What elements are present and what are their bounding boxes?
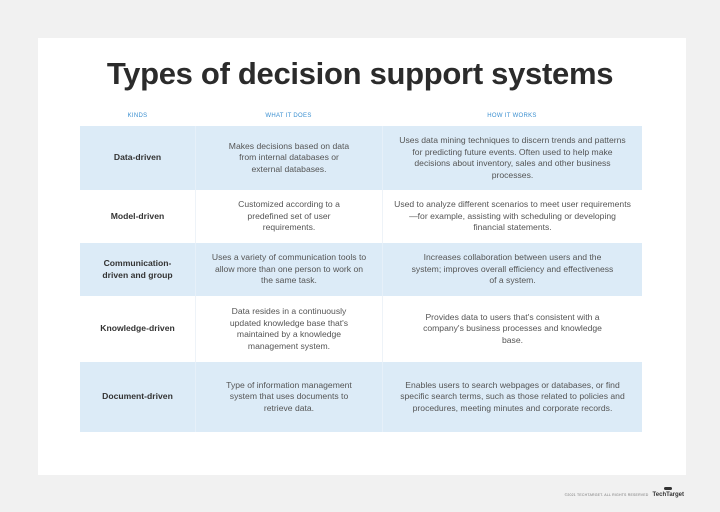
kind-cell: Knowledge-driven (100, 323, 175, 334)
kind-cell: Communication-driven and group (102, 258, 173, 280)
kind-cell: Model-driven (110, 210, 165, 221)
header-kinds: KINDS (127, 113, 148, 119)
does-cell: Makes decisions based on data from inter… (195, 126, 382, 190)
header-what-it-does: WHAT IT DOES (265, 113, 312, 119)
does-cell: Uses a variety of communication tools to… (195, 243, 382, 296)
table-row: Document-driven Type of information mana… (80, 362, 642, 432)
does-cell: Customized according to a predefined set… (195, 190, 382, 243)
dss-table: Data-driven Makes decisions based on dat… (80, 126, 642, 432)
footer: ©2021 TECHTARGET. ALL RIGHTS RESERVED Te… (564, 487, 684, 498)
table-row: Knowledge-driven Data resides in a conti… (80, 296, 642, 362)
kind-cell: Data-driven (113, 152, 162, 163)
does-cell: Data resides in a continuously updated k… (195, 296, 382, 362)
page-title: Types of decision support systems (106, 56, 614, 91)
table-row: Communication-driven and group Uses a va… (80, 243, 642, 296)
works-cell: Enables users to search webpages or data… (382, 362, 642, 432)
works-cell: Provides data to users that's consistent… (382, 296, 642, 362)
works-cell: Uses data mining techniques to discern t… (382, 126, 642, 190)
table-row: Data-driven Makes decisions based on dat… (80, 126, 642, 190)
kind-cell: Document-driven (102, 391, 173, 402)
works-cell: Increases collaboration between users an… (382, 243, 642, 296)
copyright-text: ©2021 TECHTARGET. ALL RIGHTS RESERVED (564, 493, 649, 497)
header-how-it-works: HOW IT WORKS (487, 113, 537, 119)
does-cell: Type of information management system th… (195, 362, 382, 432)
techtarget-logo: TechTarget (652, 487, 684, 498)
works-cell: Used to analyze different scenarios to m… (382, 190, 642, 243)
table-row: Model-driven Customized according to a p… (80, 190, 642, 243)
